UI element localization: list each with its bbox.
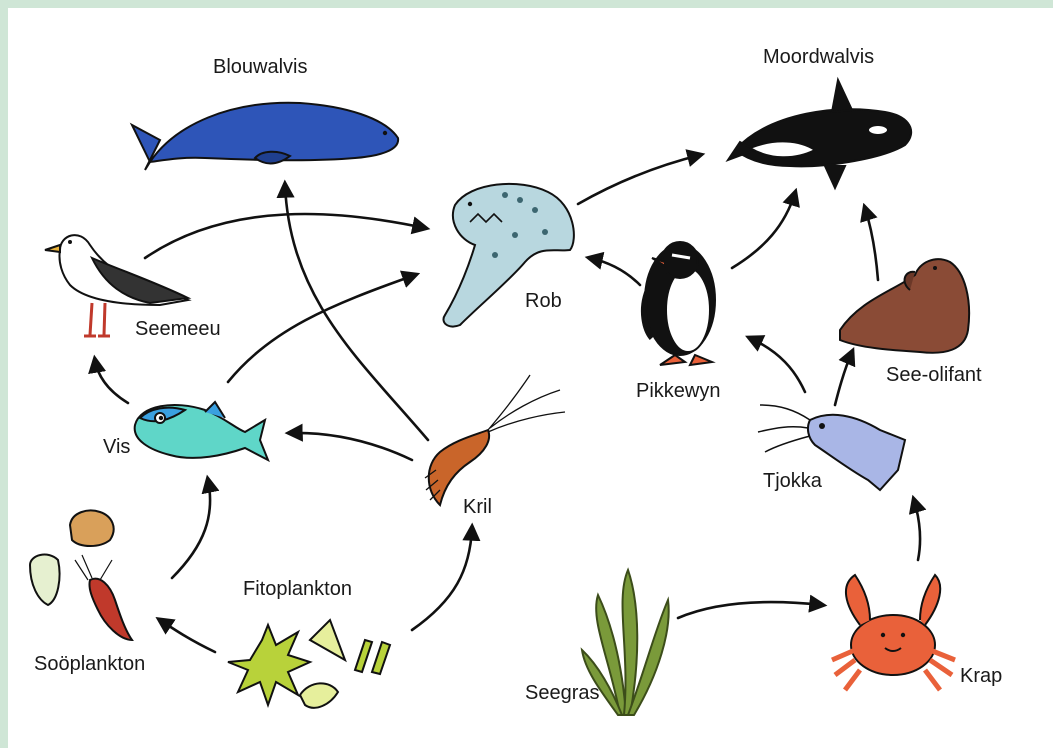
penguin-icon — [644, 242, 715, 365]
zooplankton-icon — [30, 511, 132, 640]
arrow-tjokka-to-see-olifant — [835, 352, 852, 405]
label-vis: Vis — [103, 436, 130, 459]
crab-icon — [832, 575, 955, 690]
krill-icon — [425, 375, 565, 505]
arrow-kril-to-vis — [290, 433, 412, 460]
arrow-fitoplankton-to-sooplankton — [160, 620, 215, 652]
arrow-sooplankton-to-vis — [172, 480, 210, 578]
arrow-seemeeu-to-rob — [145, 214, 425, 258]
label-blouwalvis: Blouwalvis — [213, 56, 307, 79]
label-sooplankton: Soöplankton — [34, 653, 145, 676]
arrow-seegras-to-krap — [678, 602, 822, 618]
arrow-vis-to-seemeeu — [95, 360, 128, 403]
fish-icon — [135, 402, 268, 460]
label-seegras: Seegras — [525, 682, 600, 705]
arrow-vis-to-rob — [228, 275, 415, 382]
arrow-tjokka-to-pikkewyn — [750, 338, 805, 392]
label-seemeeu: Seemeeu — [135, 318, 221, 341]
label-krap: Krap — [960, 665, 1002, 688]
label-moordwalvis: Moordwalvis — [763, 46, 874, 69]
arrow-pikkewyn-to-rob — [590, 258, 640, 285]
orca-icon — [728, 80, 911, 188]
label-see-olifant: See-olifant — [886, 364, 982, 387]
arrow-fitoplankton-to-kril — [412, 528, 472, 630]
phytoplankton-icon — [228, 620, 390, 708]
label-pikkewyn: Pikkewyn — [636, 380, 720, 403]
blue-whale-icon — [132, 103, 398, 170]
elephant-seal-icon — [840, 259, 969, 353]
label-rob: Rob — [525, 290, 562, 313]
label-tjokka: Tjokka — [763, 470, 822, 493]
label-fitoplankton: Fitoplankton — [243, 578, 352, 601]
arrow-pikkewyn-to-moordwalvis — [732, 193, 795, 268]
arrow-rob-to-moordwalvis — [578, 155, 700, 204]
arrow-krap-to-tjokka — [914, 500, 920, 560]
label-kril: Kril — [463, 496, 492, 519]
arrow-see-olifant-to-moordwalvis — [865, 208, 878, 280]
food-web-panel: Blouwalvis Moordwalvis Seemeeu Rob Pikke… — [8, 8, 1053, 748]
